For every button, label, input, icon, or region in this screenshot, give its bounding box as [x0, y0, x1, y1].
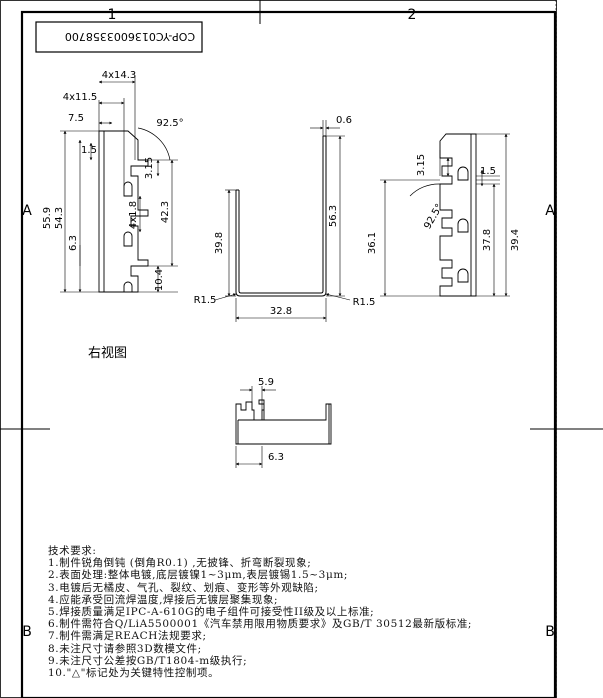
dim-37-8: 37.8 [482, 229, 493, 251]
dim-0-6: 0.6 [336, 115, 352, 126]
front-view-labels: 0.6 56.3 39.8 R1.5 R1.5 32.8 [194, 115, 376, 317]
dim-r1-5-right: R1.5 [353, 297, 376, 308]
note-item: 7.制件需满足REACH法规要求; [48, 630, 207, 643]
note-item: 2.表面处理:整体电镀,底层镀镍1~3μm,表层镀锡1.5~3μm; [48, 569, 349, 582]
dim-36-1: 36.1 [367, 232, 378, 254]
dim-6-3-bottom: 6.3 [268, 452, 284, 463]
front-view [235, 135, 327, 297]
zone-label-top-1: 1 [108, 7, 117, 23]
note-item: 1.制件锐角倒钝 (倒角R0.1) ,无披锋、折弯断裂现象; [48, 557, 312, 570]
front-view-dimensions [214, 120, 351, 322]
note-item: 6.制件需符合Q/LiA5500001《汽车禁用限用物质要求》及GB/T 305… [48, 618, 473, 631]
dim-4x11-5: 4x11.5 [63, 92, 98, 103]
dim-4x14-3: 4x14.3 [102, 70, 137, 81]
dim-1-5-right: 1.5 [480, 166, 496, 177]
dim-10-4: 10.4 [154, 269, 165, 291]
note-item: 9.未注尺寸公差按GB/T1804-m级执行; [48, 654, 248, 667]
dim-56-3: 56.3 [328, 205, 339, 227]
right-view-labels: 3.15 1.5 92.5° 36.1 37.8 39.4 [367, 154, 521, 254]
dim-39-4: 39.4 [510, 229, 521, 251]
zone-label-left-a: A [22, 203, 32, 219]
zone-label-right-b: B [545, 624, 555, 640]
zone-label-top-2: 2 [408, 7, 417, 23]
dim-6-3: 6.3 [68, 235, 79, 251]
note-item: 10."△"标记处为关键特性控制项。 [48, 667, 220, 680]
note-item: 4.应能承受回流焊温度,焊接后无镀层聚集现象; [48, 593, 279, 606]
dim-3-15-right: 3.15 [416, 154, 427, 176]
dim-3-15: 3.15 [144, 157, 155, 179]
dim-1-5: 1.5 [81, 145, 97, 156]
note-item: 8.未注尺寸请参照3D数模文件; [48, 642, 202, 655]
drawing-number: COP-YC0136003358700 [65, 30, 195, 43]
dim-7-5: 7.5 [68, 113, 84, 124]
dim-42-3: 42.3 [160, 201, 171, 223]
dim-32-8: 32.8 [270, 306, 292, 317]
dim-r1-5-left: R1.5 [194, 295, 217, 306]
drawing-number-box: COP-YC0136003358700 [35, 21, 203, 53]
zone-label-left-b: B [22, 624, 32, 640]
note-item: 3.电镀后无橘皮、气孔、裂纹、划痕、变形等外观缺陷; [48, 581, 319, 594]
left-view-dimensions [60, 76, 178, 293]
dim-92-5-angle: 92.5° [156, 118, 183, 129]
bottom-view-dimensions [235, 386, 276, 468]
dim-5-9: 5.9 [258, 377, 274, 388]
dim-4x1-8: 4x1.8 [128, 201, 139, 229]
note-item: 5.焊接质量满足IPC-A-610G的电子组件可接受性II级及以上标准; [48, 606, 375, 619]
view-label-right-view: 右视图 [88, 346, 127, 361]
notes-title: 技术要求: [48, 545, 97, 557]
technical-notes: 技术要求: 1.制件锐角倒钝 (倒角R0.1) ,无披锋、折弯断裂现象; 2.表… [48, 545, 548, 679]
dim-54-3: 54.3 [54, 207, 65, 229]
left-view-labels: 4x14.3 4x11.5 7.5 92.5° 1.5 3.15 4x1.8 4… [42, 70, 184, 291]
right-view [409, 133, 477, 297]
dim-39-8: 39.8 [214, 232, 225, 254]
dim-55-9: 55.9 [42, 207, 53, 229]
bottom-view [235, 399, 332, 445]
zone-label-right-a: A [545, 203, 555, 219]
right-view-dimensions [380, 133, 510, 297]
bottom-view-labels: 5.9 6.3 [258, 377, 284, 463]
